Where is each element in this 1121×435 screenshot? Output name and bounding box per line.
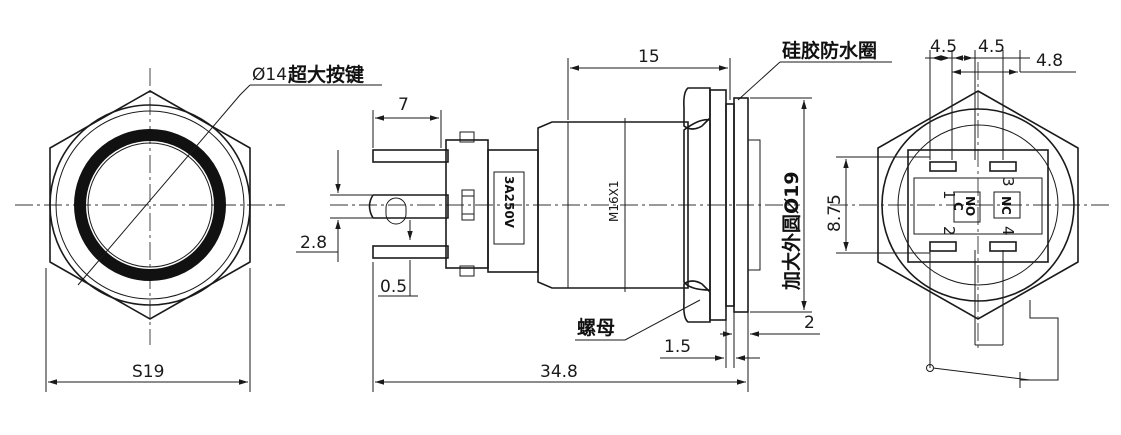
housing-clip-bottom (459, 265, 475, 277)
nut-label: 螺母 (577, 317, 615, 339)
seal-leader (737, 61, 781, 101)
housing-clip-top (459, 131, 475, 143)
pin-number-3: 3 (999, 177, 1017, 187)
nut-leader (624, 299, 701, 341)
side-view: 3A250V M16X1 7 2.8 0.5 (296, 39, 892, 392)
nut-bottom (683, 280, 711, 323)
rating-label: 3A250V (502, 176, 516, 229)
terminal-window (461, 189, 475, 221)
no-label: NO (963, 196, 977, 216)
pitch-c-label: 4.8 (1036, 51, 1063, 71)
rear-body-circle (881, 108, 1075, 302)
seal-label: 硅胶防水圈 (782, 39, 877, 62)
pin-number-2: 2 (940, 226, 958, 236)
pitch-b-label: 4.5 (978, 37, 1005, 57)
rear-housing (445, 139, 489, 269)
terminal-length-label: 7 (398, 95, 409, 115)
pin-height-label: 8.75 (825, 194, 845, 232)
rear-hex-nut (877, 90, 1079, 320)
front-bezel-circle (49, 104, 251, 306)
terminal-middle (368, 194, 449, 219)
c-label: C (951, 202, 965, 211)
rear-contact-block (913, 177, 1043, 235)
front-bezel-inner (55, 110, 245, 300)
pin-slot-2 (929, 241, 957, 252)
terminal-hole (385, 197, 407, 225)
led-ring (74, 129, 226, 281)
threaded-body (537, 121, 689, 289)
wire-switch-blade (932, 367, 1031, 381)
terminal-bottom (372, 245, 449, 259)
seal-thickness-label: 1.5 (664, 337, 691, 357)
nc-box (993, 191, 1021, 219)
rear-housing-square (907, 149, 1049, 263)
no-c-box (953, 191, 981, 223)
front-view: Ø14 超大按键 S19 (15, 63, 382, 392)
button-face (87, 142, 213, 268)
nut-top (683, 87, 711, 130)
terminal-width-label: 2.8 (300, 233, 327, 253)
bezel-thickness-label: 2 (804, 313, 815, 333)
pin-slot-3 (989, 161, 1017, 172)
rear-inner-circle (897, 124, 1059, 286)
terminal-top (372, 149, 449, 163)
bezel-diameter-label: 加大外圆Ø19 (780, 171, 803, 291)
button-name-label: 超大按键 (287, 63, 364, 86)
pin-number-1: 1 (940, 190, 958, 200)
hex-size-label: S19 (132, 362, 164, 382)
pin-number-4: 4 (999, 226, 1017, 236)
wire-right (1020, 300, 1059, 381)
pin-slot-1 (929, 161, 957, 172)
rear-view: 1 2 3 4 NO C NC 8.75 4.5 4.5 4.8 (825, 37, 1110, 388)
body-length-label: 15 (638, 47, 660, 67)
button-diameter-label: Ø14 (252, 65, 287, 85)
pin-slot-4 (989, 241, 1017, 252)
total-length-label: 34.8 (540, 362, 578, 382)
front-hex-nut (49, 90, 251, 320)
button-cap (747, 139, 761, 271)
thread-label: M16X1 (607, 181, 621, 222)
terminal-thickness-label: 0.5 (380, 277, 407, 297)
rating-plate (493, 171, 525, 245)
button-leader-line (77, 84, 251, 286)
nc-label: NC (999, 196, 1013, 215)
pitch-a-label: 4.5 (930, 37, 957, 57)
